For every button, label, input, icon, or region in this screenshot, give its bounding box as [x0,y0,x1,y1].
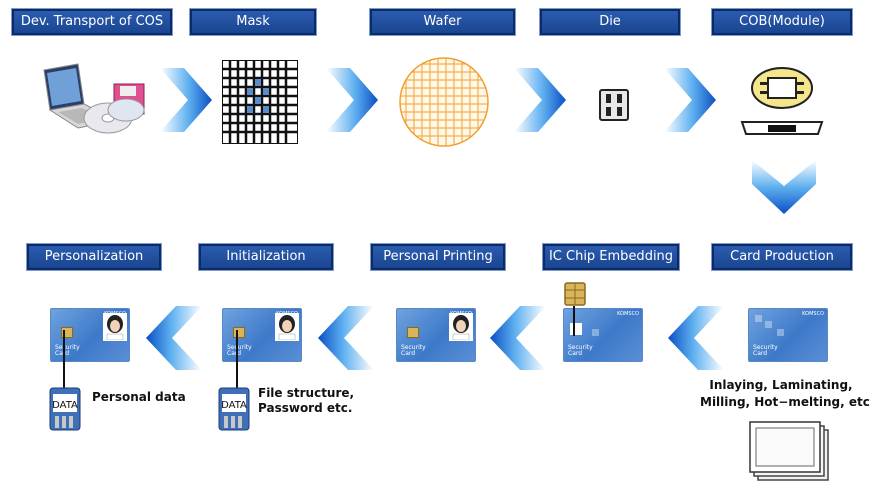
chip-cavity [570,323,582,335]
arrow-right-icon [514,68,566,132]
card-pattern [765,321,772,328]
portrait-photo [449,313,473,341]
card-stack-icon [749,421,829,481]
data-link-line [63,330,65,388]
step-die: Die [539,8,681,36]
card-brand: KOMSCO [450,311,472,317]
arrow-left-icon [318,306,374,370]
arrow-right-icon [160,68,212,132]
arrow-right-icon [664,68,716,132]
note-file-structure: File structure, Password etc. [258,386,355,415]
step-wafer: Wafer [369,8,516,36]
arrow-left-icon [490,306,546,370]
step-personal-printing: Personal Printing [370,243,506,271]
note-card-production: Inlaying, Laminating, Milling, Hot−melti… [700,378,870,409]
step-mask: Mask [189,8,317,36]
card-brand: KOMSCO [276,311,298,317]
ic-chip-icon [564,282,586,306]
data-link-line [236,330,238,388]
laptop-icon [43,63,145,134]
svg-text:DATA: DATA [52,400,78,411]
card-pattern [777,329,784,336]
card-brand: KOMSCO [802,311,824,317]
step-cob-module: COB(Module) [711,8,853,36]
note-personal-data: Personal data [92,390,186,404]
chip-icon [61,327,73,338]
wafer-icon [399,57,489,147]
card-pattern [592,329,599,336]
chip-icon [407,327,419,338]
portrait-photo [275,313,299,341]
step-dev-transport-cos: Dev. Transport of COS [11,8,173,36]
step-ic-chip-embedding: IC Chip Embedding [542,243,680,271]
arrow-right-icon [326,68,378,132]
step-initialization: Initialization [198,243,334,271]
card-brand: KOMSCO [104,311,126,317]
chip-icon [233,327,245,338]
portrait-photo [103,313,127,341]
arrow-left-icon [668,306,724,370]
card-pattern [755,315,762,322]
step-card-production: Card Production [711,243,853,271]
die-icon [599,89,629,121]
card-brand: KOMSCO [617,311,639,317]
svg-text:DATA: DATA [221,400,247,411]
arrow-left-icon [146,306,202,370]
mask-grid-icon [222,60,298,144]
data-file-icon: DATA [217,386,250,431]
cob-module-icon [740,67,824,135]
arrow-down-icon [752,160,816,214]
data-file-icon: DATA [48,386,81,431]
step-personalization: Personalization [26,243,162,271]
chip-insert-line [573,306,575,336]
